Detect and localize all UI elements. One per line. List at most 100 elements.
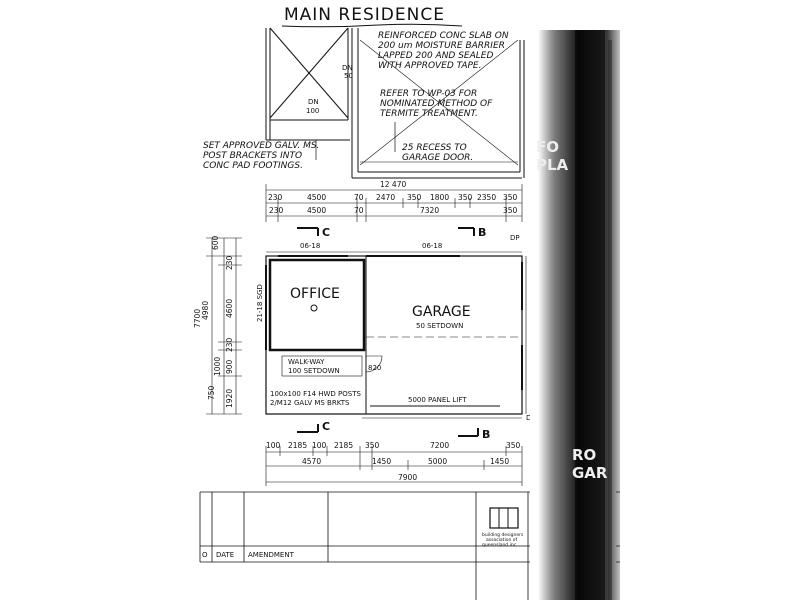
posts-note: SET APPROVED GALV. MS. POST BRACKETS INT…: [203, 140, 319, 171]
col-header: AMENDMENT: [248, 551, 295, 559]
svg-text:100x100 F14 HWD POSTS: 100x100 F14 HWD POSTS: [270, 390, 361, 398]
col-header: DATE: [216, 551, 234, 559]
svg-text:FO: FO: [536, 138, 559, 156]
svg-text:100 SETDOWN: 100 SETDOWN: [288, 367, 340, 375]
drawing-title: MAIN RESIDENCE: [284, 5, 445, 25]
dim-text: 4980: [201, 301, 210, 320]
post-spec-note: 100x100 F14 HWD POSTS 2/M12 GALV MS BRKT…: [270, 390, 361, 407]
svg-text:SET APPROVED GALV. MS.: SET APPROVED GALV. MS.: [203, 141, 319, 151]
svg-text:POST BRACKETS INTO: POST BRACKETS INTO: [203, 151, 302, 161]
dn-value: 50: [344, 72, 353, 80]
dim-text: 2470: [376, 193, 395, 202]
dim-text: 1800: [430, 193, 449, 202]
svg-text:NOMINATED METHOD OF: NOMINATED METHOD OF: [380, 99, 493, 109]
dim-text: 230: [225, 255, 234, 270]
window-label: 06-18: [422, 242, 442, 250]
dim-text: 350: [458, 193, 473, 202]
garage-label: GARAGE: [412, 304, 471, 320]
overall-width-bottom: 7900: [398, 473, 417, 482]
dim-text: 230: [268, 193, 283, 202]
dim-text: 350: [506, 441, 521, 450]
svg-text:WALK-WAY: WALK-WAY: [288, 358, 325, 366]
overall-width-top: 12 470: [380, 180, 406, 189]
office-room: OFFICE: [268, 258, 366, 352]
bdaq-logo: building designers association of queens…: [482, 507, 524, 548]
svg-text:GARAGE DOOR.: GARAGE DOOR.: [402, 153, 473, 163]
scan-edge: FO PLA RO GAR: [530, 30, 620, 600]
svg-text:200 um MOISTURE BARRIER: 200 um MOISTURE BARRIER: [378, 41, 505, 51]
dim-text: 1000: [213, 357, 222, 376]
dim-text: 1920: [225, 389, 234, 408]
dim-text: 4600: [225, 299, 234, 318]
svg-text:REFER TO WP-03 FOR: REFER TO WP-03 FOR: [380, 89, 477, 99]
dim-text: 2185: [334, 441, 353, 450]
dim-text: 900: [225, 359, 234, 374]
top-dimensions: [265, 184, 523, 222]
termite-note: REFER TO WP-03 FOR NOMINATED METHOD OF T…: [380, 89, 493, 152]
svg-text:GAR: GAR: [572, 464, 608, 482]
window-marks: [265, 255, 523, 390]
dn-value: 100: [306, 107, 319, 115]
svg-text:CONC PAD FOOTINGS.: CONC PAD FOOTINGS.: [203, 161, 303, 171]
svg-text:TERMITE TREATMENT.: TERMITE TREATMENT.: [380, 109, 478, 119]
svg-text:queensland inc.: queensland inc.: [482, 542, 518, 548]
office-label: OFFICE: [290, 286, 340, 302]
dim-text: 230: [225, 337, 234, 352]
svg-text:building designers: building designers: [482, 532, 524, 538]
dn-label: DN: [342, 64, 353, 72]
svg-text:association of: association of: [486, 537, 517, 543]
dim-text: 750: [207, 385, 216, 400]
main-residence-plan: [265, 27, 525, 179]
svg-text:25 RECESS TO: 25 RECESS TO: [402, 143, 467, 153]
dim-text: 2185: [288, 441, 307, 450]
door-label: 820: [368, 364, 381, 372]
window-label: 06-18: [300, 242, 320, 250]
dn-label: DN: [308, 98, 319, 106]
garage-door-label: 5000 PANEL LIFT: [408, 396, 467, 404]
downpipe-label: DP: [510, 234, 520, 242]
slab-note: REINFORCED CONC SLAB ON 200 um MOISTURE …: [378, 31, 509, 71]
dim-text: 1450: [490, 457, 509, 466]
dn-marker-50: DN 50: [342, 64, 353, 80]
svg-text:2/M12 GALV MS BRKTS: 2/M12 GALV MS BRKTS: [270, 399, 350, 407]
dim-text: 5000: [428, 457, 447, 466]
overall-depth-left: 7700: [193, 309, 202, 328]
window-label: 21-18 SGD: [256, 284, 264, 322]
dn-marker-100: DN 100: [306, 98, 319, 115]
section-marker-b-bottom: B: [458, 428, 490, 441]
dim-text: 100: [266, 441, 281, 450]
dim-text: 230: [269, 206, 284, 215]
dim-text: 1450: [372, 457, 391, 466]
dim-text: 70: [354, 193, 364, 202]
garage-setdown: 50 SETDOWN: [416, 322, 463, 330]
dim-text: 350: [503, 193, 518, 202]
left-dimensions: [206, 237, 242, 415]
dim-text: 7320: [420, 206, 439, 215]
svg-text:REINFORCED CONC SLAB ON: REINFORCED CONC SLAB ON: [378, 31, 509, 41]
dim-text: 100: [312, 441, 327, 450]
bottom-dimensions: [265, 446, 523, 486]
col-header: O: [202, 551, 208, 559]
dim-text: 7200: [430, 441, 449, 450]
recess-note: 25 RECESS TO GARAGE DOOR.: [402, 143, 473, 163]
section-marker-c-top: C: [297, 226, 330, 239]
dim-text: 4500: [307, 206, 326, 215]
dim-text: 4570: [302, 457, 321, 466]
dim-text: 70: [354, 206, 364, 215]
svg-text:C: C: [322, 226, 330, 239]
garage-room: GARAGE 50 SETDOWN 5000 PANEL LIFT: [365, 256, 522, 414]
svg-text:PLA: PLA: [536, 156, 569, 174]
svg-text:B: B: [478, 226, 486, 239]
dim-text: 2350: [477, 193, 496, 202]
dim-text: 600: [211, 235, 220, 250]
dim-text: 350: [365, 441, 380, 450]
svg-text:LAPPED 200 AND SEALED: LAPPED 200 AND SEALED: [378, 51, 493, 61]
walkway: WALK-WAY 100 SETDOWN 820: [281, 355, 383, 377]
svg-text:WITH APPROVED TAPE.: WITH APPROVED TAPE.: [378, 61, 481, 71]
dim-text: 4500: [307, 193, 326, 202]
section-marker-c-bottom: C: [297, 420, 330, 433]
section-marker-b-top: B: [458, 226, 486, 239]
svg-text:B: B: [482, 428, 490, 441]
dim-text: 350: [407, 193, 422, 202]
